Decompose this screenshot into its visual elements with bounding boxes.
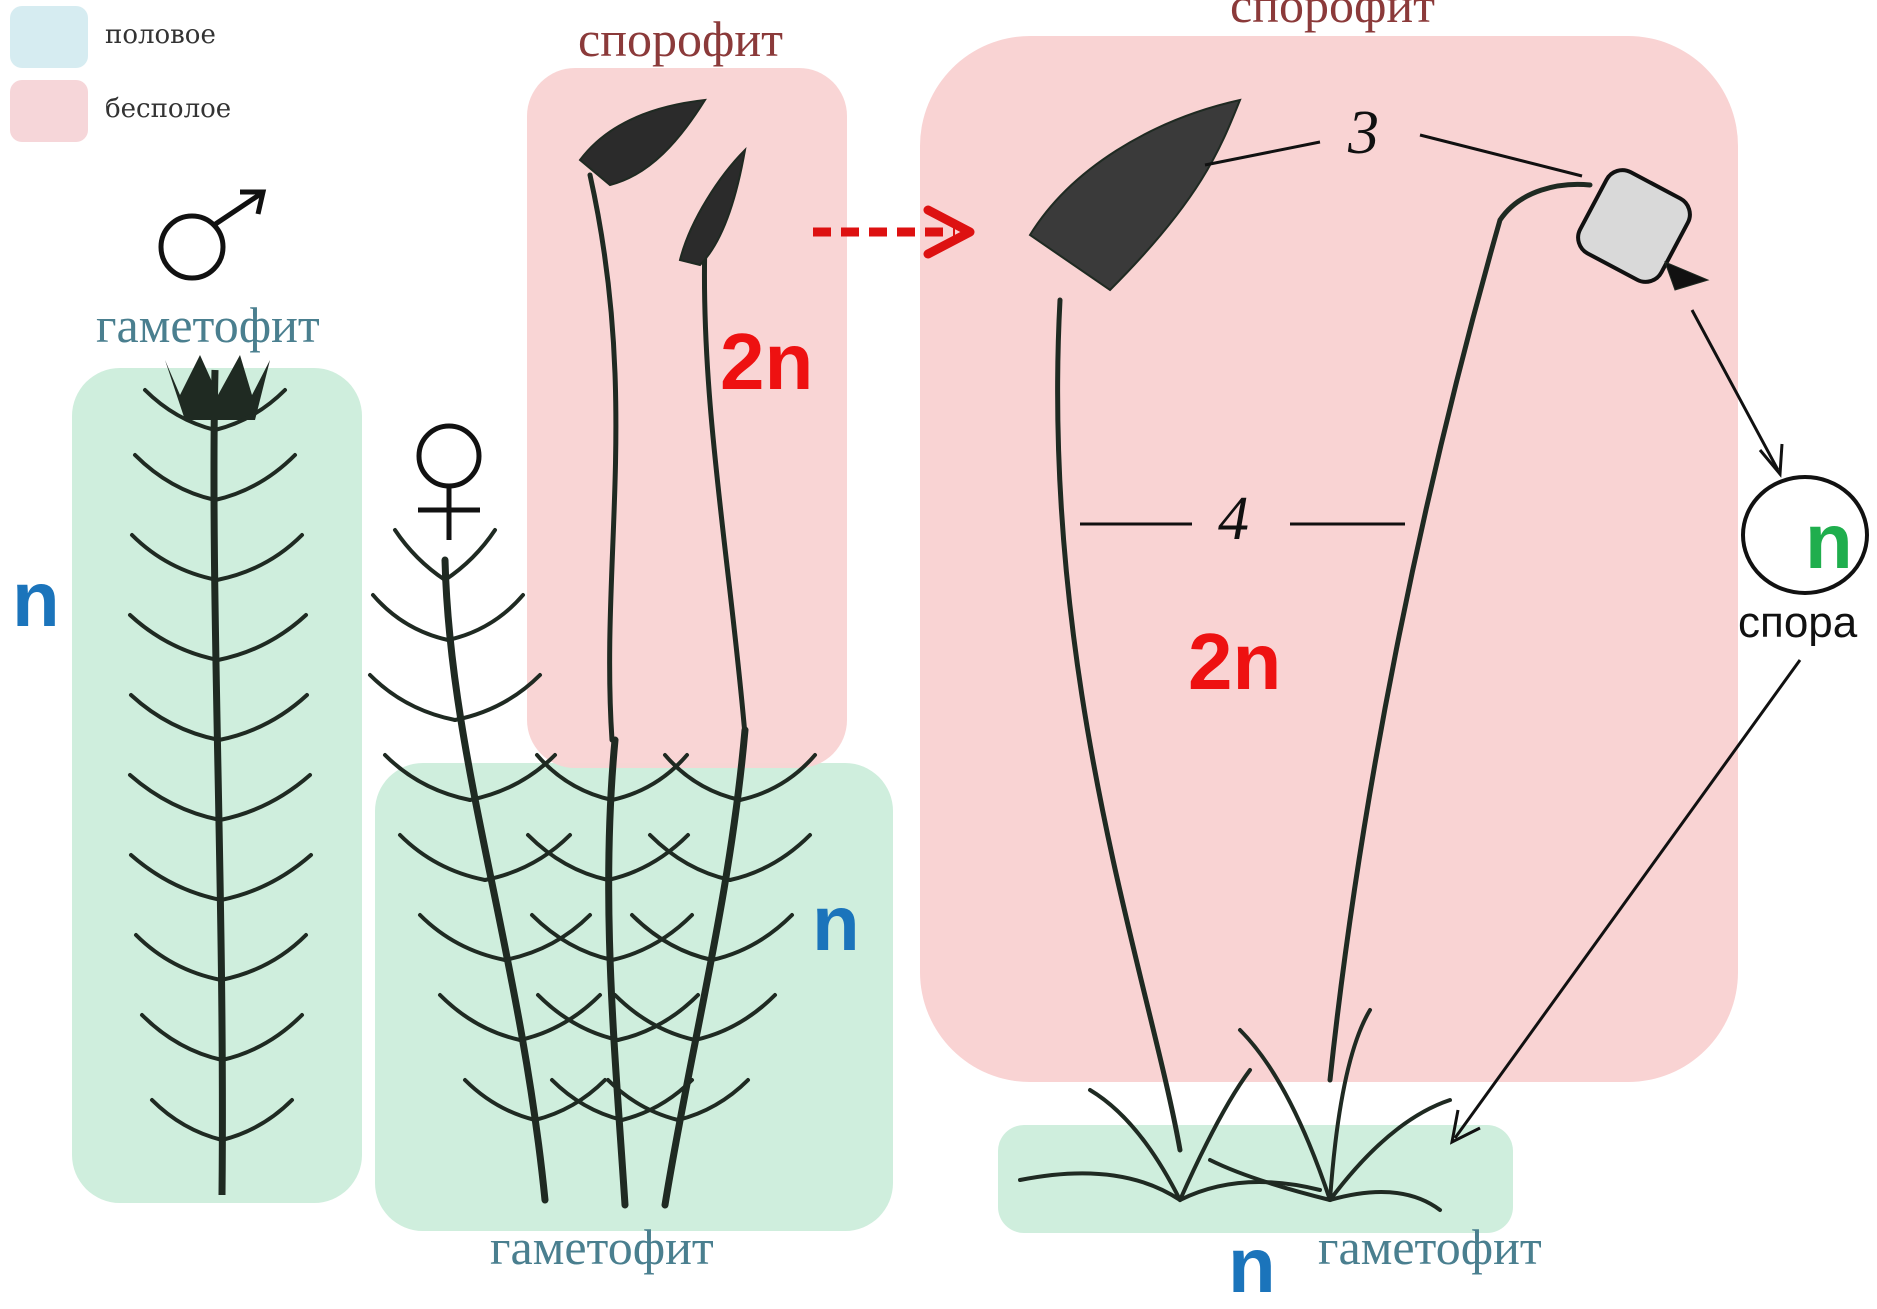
female-gametophyte-plant bbox=[370, 530, 815, 1205]
marker-4-stalk: 4 bbox=[1218, 484, 1249, 555]
label-sporophyte-center: спорофит bbox=[578, 10, 783, 68]
ploidy-2n-center: 2n bbox=[720, 322, 813, 402]
center-sporophytes bbox=[580, 100, 745, 740]
male-symbol bbox=[161, 192, 263, 278]
label-spore: спора bbox=[1738, 598, 1857, 648]
ploidy-n-spore: n bbox=[1805, 502, 1853, 580]
spore-cycle-arrows bbox=[1452, 310, 1800, 1142]
ploidy-n-left: n bbox=[12, 560, 60, 638]
ploidy-2n-right: 2n bbox=[1188, 622, 1281, 702]
label-gametophyte-left: гаметофит bbox=[96, 296, 320, 354]
label-gametophyte-right: гаметофит bbox=[1318, 1218, 1542, 1276]
male-gametophyte-plant bbox=[165, 355, 270, 1195]
red-dotted-arrow bbox=[813, 210, 970, 254]
label-sporophyte-right: спорофит bbox=[1230, 0, 1435, 34]
label-gametophyte-center: гаметофит bbox=[490, 1218, 714, 1276]
marker-3-capsule: 3 bbox=[1348, 98, 1379, 169]
ploidy-n-center: n bbox=[812, 884, 860, 962]
ploidy-n-bottom: n bbox=[1228, 1226, 1276, 1304]
right-sporophytes bbox=[1020, 100, 1708, 1210]
female-symbol bbox=[418, 426, 480, 540]
